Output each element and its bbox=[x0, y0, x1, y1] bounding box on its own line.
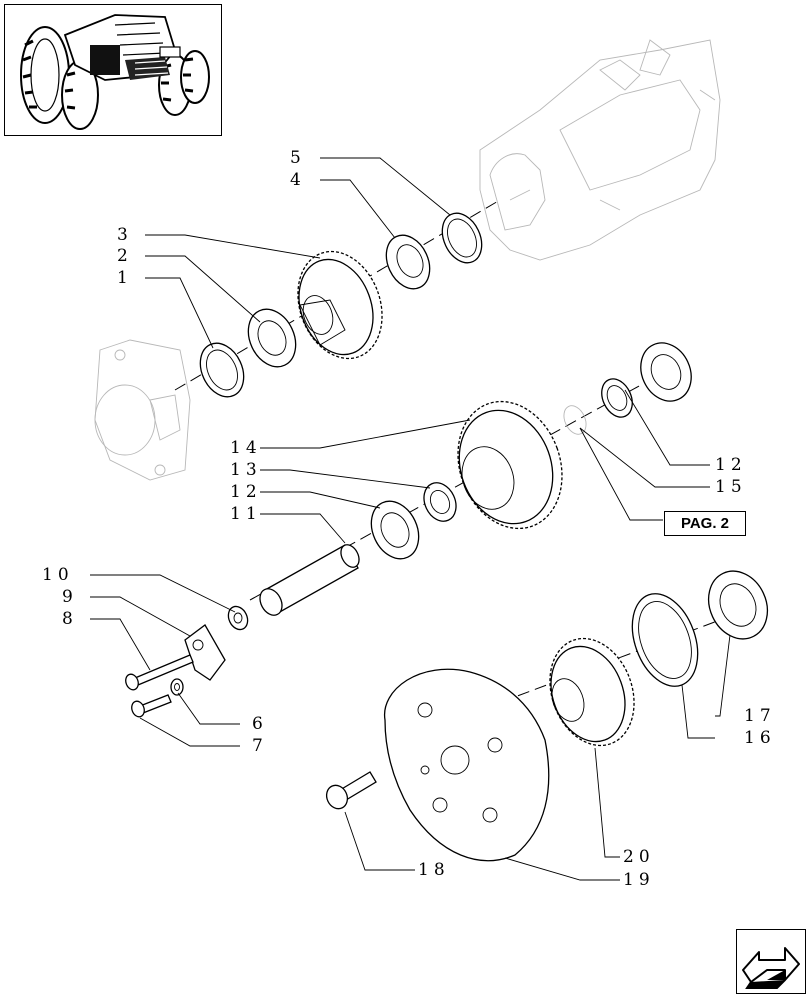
leader-lines bbox=[90, 157, 731, 881]
next-page-button[interactable] bbox=[736, 929, 806, 994]
callout-18: 18 bbox=[418, 860, 450, 880]
gear-20 bbox=[549, 637, 635, 747]
shaft-11 bbox=[259, 544, 360, 616]
ghost-flange-left bbox=[94, 339, 191, 481]
bearing-12-right bbox=[640, 342, 692, 402]
callout-1: 1 bbox=[117, 268, 133, 288]
callout-12-middle: 12 bbox=[230, 482, 262, 502]
callout-4: 4 bbox=[290, 170, 306, 190]
plate-19 bbox=[384, 668, 550, 862]
callout-10: 10 bbox=[42, 565, 74, 585]
callout-9: 9 bbox=[62, 587, 78, 607]
washer-6 bbox=[170, 678, 184, 696]
roller-bearing-17 bbox=[707, 570, 769, 640]
page-reference-link[interactable]: PAG. 2 bbox=[664, 511, 746, 536]
callout-5: 5 bbox=[290, 148, 306, 168]
tractor-thumbnail-icon bbox=[5, 5, 220, 134]
callout-3: 3 bbox=[117, 225, 133, 245]
snap-ring-5 bbox=[441, 212, 483, 264]
lock-plate-9 bbox=[184, 624, 226, 681]
callout-11: 11 bbox=[230, 504, 262, 524]
ring-15 bbox=[601, 378, 633, 418]
ghost-housing-upper bbox=[479, 39, 721, 261]
callout-12-right: 12 bbox=[715, 455, 747, 475]
callout-14: 14 bbox=[230, 438, 262, 458]
bearing-4 bbox=[385, 234, 431, 290]
bolt-18 bbox=[325, 771, 377, 810]
callout-7: 7 bbox=[252, 736, 268, 756]
seal-pag2 bbox=[563, 405, 587, 435]
tractor-thumbnail bbox=[4, 4, 222, 136]
callout-13: 13 bbox=[230, 460, 262, 480]
snap-ring-16 bbox=[631, 593, 699, 687]
next-page-arrow-icon bbox=[742, 947, 800, 989]
snap-ring-1 bbox=[199, 342, 245, 398]
spacer-13 bbox=[423, 482, 457, 522]
bearing-2 bbox=[247, 308, 297, 368]
bolt-7 bbox=[131, 694, 172, 718]
callout-15: 15 bbox=[715, 477, 747, 497]
callout-6: 6 bbox=[252, 714, 268, 734]
callout-19: 19 bbox=[623, 870, 655, 890]
gear-14 bbox=[457, 400, 563, 530]
gear-3 bbox=[297, 250, 383, 360]
callout-8: 8 bbox=[62, 609, 78, 629]
callout-16: 16 bbox=[744, 728, 776, 748]
callout-20: 20 bbox=[623, 847, 655, 867]
callout-2: 2 bbox=[117, 246, 133, 266]
washer-10 bbox=[227, 605, 249, 631]
callout-labels: 5 4 3 2 1 14 13 12 11 10 9 8 6 7 12 15 1… bbox=[42, 148, 776, 890]
bolt-8 bbox=[125, 654, 194, 691]
callout-17: 17 bbox=[744, 706, 776, 726]
bearing-12-middle bbox=[370, 500, 420, 560]
